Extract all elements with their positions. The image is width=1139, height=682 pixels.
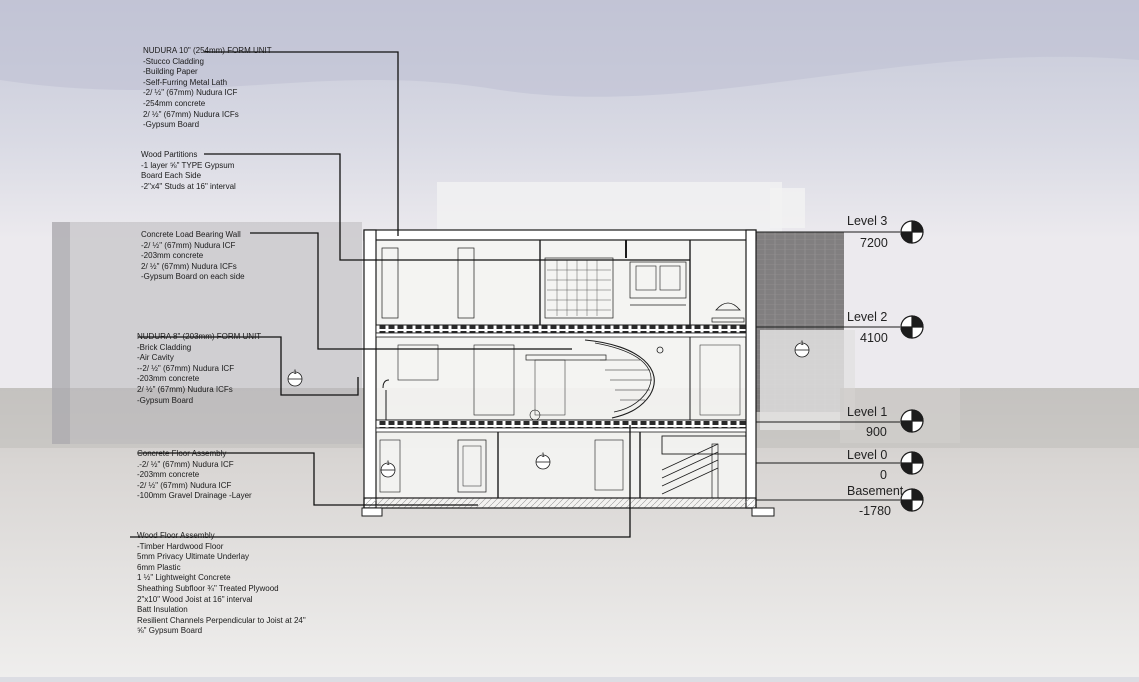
annotation-line: .-2/ ½" (67mm) Nudura ICF (137, 459, 234, 469)
annotation-line: -Self-Furring Metal Lath (143, 77, 228, 87)
annotation-concrete-floor: Concrete Floor Assembly .-2/ ½" (67mm) N… (137, 449, 252, 502)
section-tag-number: 1 (293, 370, 297, 376)
annotation-concrete-wall: Concrete Load Bearing Wall -2/ ½" (67mm)… (141, 230, 245, 283)
ghost-building-left (52, 222, 362, 444)
annotation-line: -203mm concrete (137, 470, 200, 480)
level-elevation: 900 (866, 425, 887, 439)
level-label: Level 3 (847, 214, 888, 228)
annotation-line: -254mm concrete (143, 98, 206, 108)
ghost-building-back (437, 182, 782, 232)
level-marker (900, 220, 924, 512)
annotation-line: Board Each Side (141, 171, 202, 181)
level-label: Level 2 (847, 310, 888, 324)
ghost-terrace (840, 388, 960, 443)
ghost-building-left-face (52, 222, 70, 444)
annotation-line: -Gypsum Board (143, 120, 200, 130)
annotation-line: 2/ ½" (67mm) Nudura ICFs (137, 384, 233, 394)
level-elevation: -1780 (859, 504, 891, 518)
annotation-title: NUDURA 10" (254mm) FORM UNIT (143, 46, 272, 55)
section-tag-number: 1 (800, 341, 804, 347)
section-tag-number: 1 (386, 461, 390, 467)
annotation-line: 6mm Plastic (137, 562, 181, 572)
annotation-line: --2/ ½" (67mm) Nudura ICF (137, 363, 235, 373)
level-elevation: 4100 (860, 331, 888, 345)
leader-lines (130, 51, 690, 538)
annotation-line: -Timber Hardwood Floor (137, 541, 224, 551)
annotation-line: -1 layer ⅝" TYPE Gypsum (141, 160, 235, 170)
annotation-line: -Air Cavity (137, 353, 174, 363)
annotation-line: -Brick Cladding (137, 342, 192, 352)
annotation-line: Sheathing Subfloor ¾" Treated Plywood (137, 583, 279, 593)
annotation-line: 2/ ½" (67mm) Nudura ICFs (143, 109, 239, 119)
level-label: Basement (847, 484, 904, 498)
annotation-title: Wood Partitions (141, 150, 198, 159)
ghost-building-back-top (770, 188, 805, 228)
annotation-nudura-8: NUDURA 8" (203mm) FORM UNIT -Brick Cladd… (137, 332, 261, 406)
level-elevation: 0 (880, 468, 887, 482)
level-label: Level 0 (847, 448, 888, 462)
annotation-line: 1 ½" Lightweight Concrete (137, 573, 231, 583)
annotation-line: -Stucco Cladding (143, 56, 204, 66)
annotation-nudura-10: NUDURA 10" (254mm) FORM UNIT -Stucco Cla… (143, 46, 272, 131)
annotation-title: Wood Floor Assembly (137, 531, 215, 540)
level-lines (756, 231, 900, 501)
annotation-line: -Gypsum Board (137, 395, 194, 405)
level-elevation: 7200 (860, 236, 888, 250)
annotation-line: -2"x4" Studs at 16" interval (141, 181, 236, 191)
section-tag-number: 1 (541, 453, 545, 459)
annotation-line: -2/ ½" (67mm) Nudura ICF (143, 88, 238, 98)
annotation-line: -Gypsum Board on each side (141, 272, 245, 282)
annotation-wood-floor: Wood Floor Assembly -Timber Hardwood Flo… (137, 531, 306, 637)
level-label: Level 1 (847, 405, 888, 419)
annotation-line: -2/ ½" (67mm) Nudura ICF (137, 480, 232, 490)
annotation-line: 2"x10" Wood Joist at 16" interval (137, 594, 253, 604)
annotation-line: ⅝" Gypsum Board (137, 626, 203, 636)
annotation-title: Concrete Load Bearing Wall (141, 230, 241, 239)
building-section (361, 229, 775, 517)
annotation-line: -203mm concrete (137, 374, 200, 384)
annotation-line: -100mm Gravel Drainage -Layer (137, 491, 252, 501)
annotation-title: Concrete Floor Assembly (137, 449, 227, 458)
annotation-line: 2/ ½" (67mm) Nudura ICFs (141, 261, 237, 271)
annotation-line: -203mm concrete (141, 251, 204, 261)
annotation-title: NUDURA 8" (203mm) FORM UNIT (137, 332, 262, 341)
annotation-line: 5mm Privacy Ultimate Underlay (137, 552, 250, 562)
annotation-line: -Building Paper (143, 67, 198, 77)
annotation-line: Batt Insulation (137, 605, 188, 615)
annotation-line: -2/ ½" (67mm) Nudura ICF (141, 240, 236, 250)
cloud (0, 0, 1139, 97)
annotation-line: Resilient Channels Perpendicular to Jois… (137, 615, 306, 625)
annotation-wood-partitions: Wood Partitions -1 layer ⅝" TYPE Gypsum … (141, 150, 236, 192)
section-tag (287, 342, 810, 478)
